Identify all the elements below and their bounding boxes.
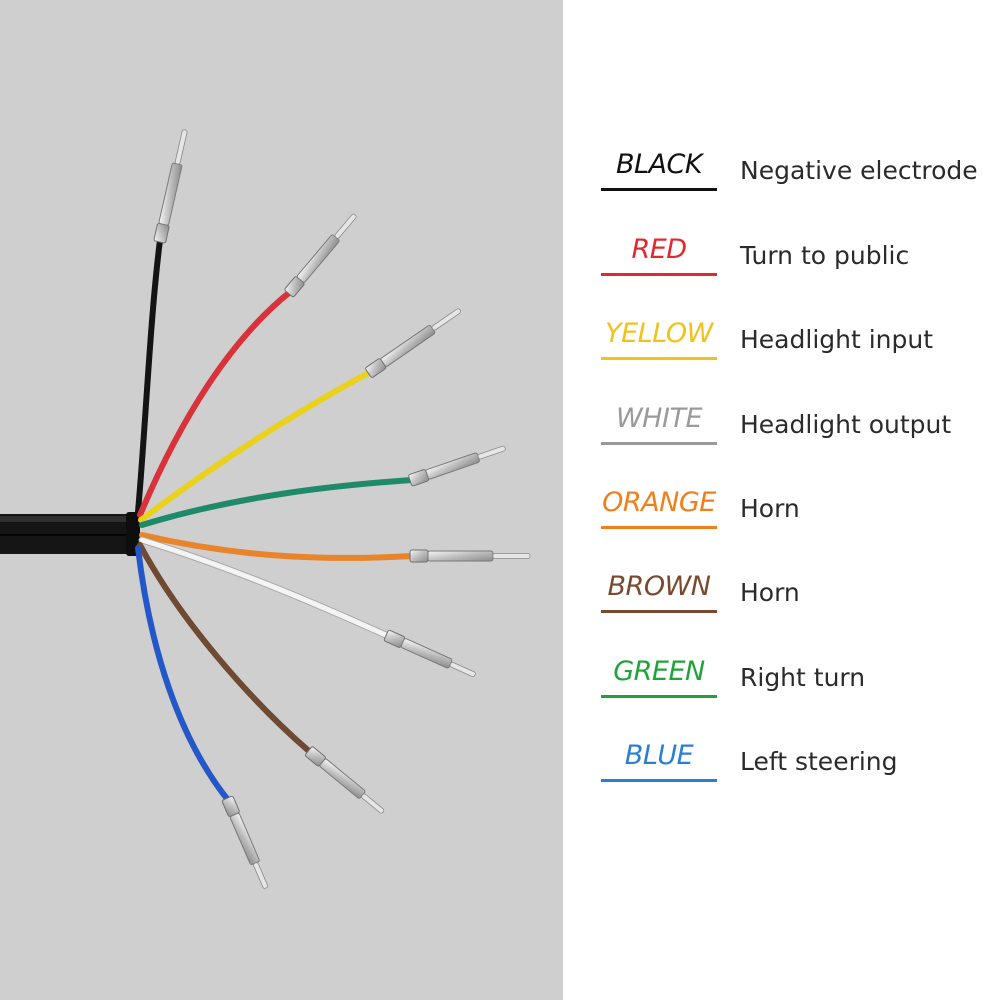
terminal-pin-blue — [221, 795, 269, 889]
color-name-white: WHITE — [615, 403, 703, 434]
wire-photo-panel — [0, 0, 563, 1000]
color-underline-red — [601, 273, 717, 276]
wire-function-red: Turn to public — [740, 241, 910, 270]
terminal-pin-white — [383, 629, 476, 678]
color-underline-green — [601, 695, 717, 698]
color-name-brown: BROWN — [607, 571, 711, 602]
wire-orange — [139, 532, 415, 561]
terminal-pin-brown — [304, 746, 385, 814]
wire-function-green: Right turn — [740, 663, 866, 692]
color-name-orange: ORANGE — [602, 487, 716, 518]
wire-white — [139, 537, 391, 639]
legend-row-brown: BROWN Horn — [601, 570, 996, 630]
wire-function-yellow: Headlight input — [740, 325, 934, 354]
wire-function-brown: Horn — [740, 578, 800, 607]
wire-black — [135, 237, 163, 515]
legend-row-yellow: YELLOW Headlight input — [601, 317, 996, 377]
color-underline-orange — [601, 526, 717, 529]
terminal-pin-yellow — [365, 308, 462, 378]
legend-row-orange: ORANGE Horn — [601, 486, 996, 546]
legend-row-green: GREEN Right turn — [601, 655, 996, 715]
wire-green — [139, 477, 415, 528]
color-name-yellow: YELLOW — [605, 318, 713, 349]
color-underline-yellow — [601, 357, 717, 360]
color-underline-white — [601, 442, 717, 445]
wire-function-blue: Left steering — [740, 747, 898, 776]
wire-brown — [137, 542, 313, 755]
terminal-pin-red — [284, 213, 357, 298]
color-name-red: RED — [631, 234, 687, 265]
cable-sheath — [0, 512, 140, 556]
terminal-pin-orange — [409, 549, 531, 563]
color-underline-blue — [601, 779, 717, 782]
legend-row-blue: BLUE Left steering — [601, 739, 996, 799]
color-name-green: GREEN — [613, 656, 705, 687]
terminal-pin-green — [408, 445, 506, 487]
color-underline-black — [601, 188, 717, 191]
legend-row-black: BLACK Negative electrode — [601, 148, 996, 208]
wiring-harness-illustration — [0, 129, 531, 889]
color-underline-brown — [601, 610, 717, 613]
wire-blue — [135, 545, 231, 803]
wire-color-legend: BLACK Negative electrode RED Turn to pub… — [563, 0, 1000, 1000]
wire-function-orange: Horn — [740, 494, 800, 523]
wire-function-black: Negative electrode — [740, 156, 978, 185]
wire-red — [137, 289, 293, 518]
color-name-black: BLACK — [615, 149, 703, 180]
terminal-pin-black — [153, 129, 188, 244]
color-name-blue: BLUE — [624, 740, 694, 771]
wire-yellow — [138, 369, 373, 523]
wire-function-white: Headlight output — [740, 410, 952, 439]
legend-row-white: WHITE Headlight output — [601, 402, 996, 462]
legend-row-red: RED Turn to public — [601, 233, 996, 293]
